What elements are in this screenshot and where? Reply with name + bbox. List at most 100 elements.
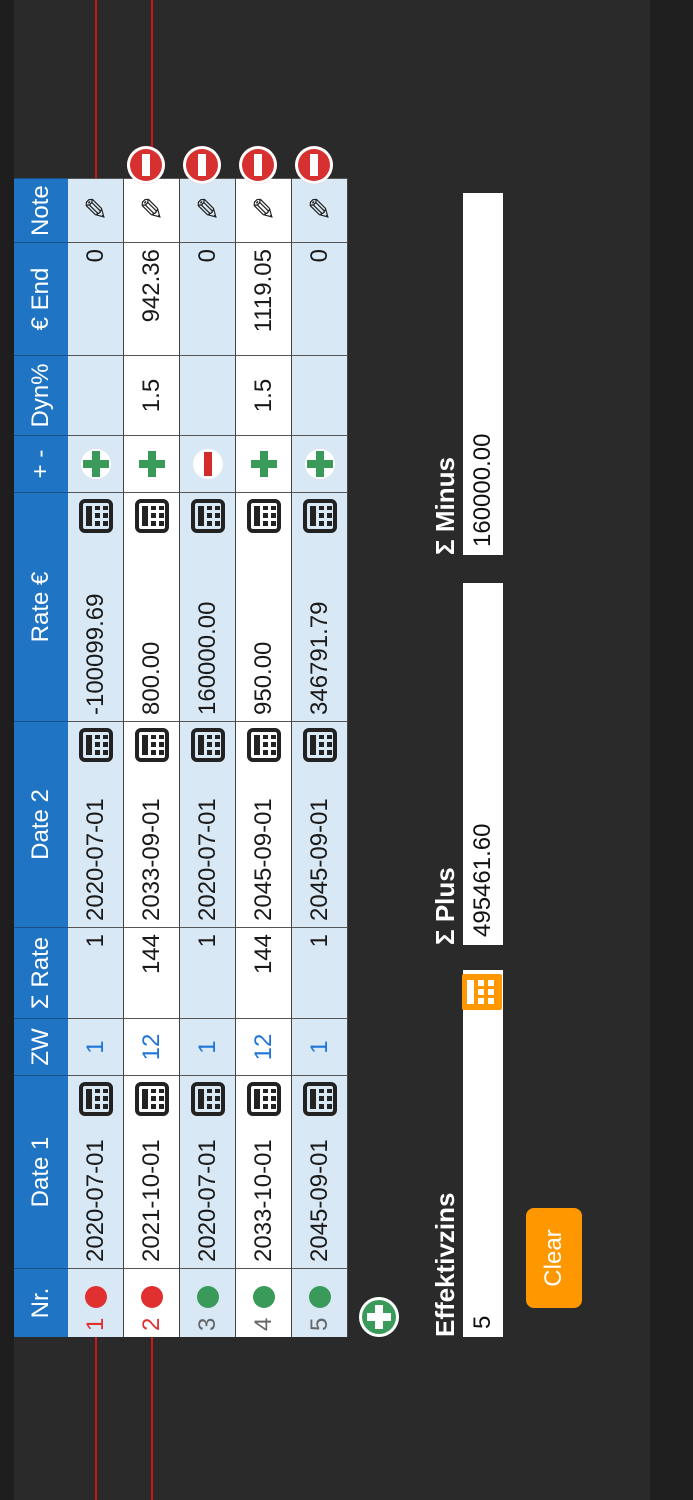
pencil-icon[interactable]: ✎: [82, 194, 109, 228]
cell-sum-rate[interactable]: 1: [179, 927, 236, 1019]
calculator-icon[interactable]: [134, 499, 169, 533]
clear-button[interactable]: Clear: [526, 1208, 582, 1308]
status-dot-icon: [252, 1285, 275, 1308]
calculator-icon[interactable]: [190, 499, 225, 533]
cell-date2[interactable]: 2020-07-01: [179, 721, 236, 928]
pencil-icon[interactable]: ✎: [194, 194, 221, 228]
delete-row-1-button[interactable]: [127, 146, 165, 184]
payments-table: Nr. Date 1 ZW Σ Rate Date 2 Rate € + - D…: [14, 178, 348, 1337]
cell-date2[interactable]: 2020-07-01: [68, 721, 124, 928]
cell-date1[interactable]: 2020-07-01: [179, 1075, 236, 1269]
cell-plus-minus[interactable]: [123, 435, 180, 493]
calculator-icon[interactable]: [78, 1082, 113, 1116]
calculator-icon[interactable]: [190, 728, 225, 762]
cell-rate[interactable]: -100099.69: [68, 492, 124, 722]
cell-dyn[interactable]: [68, 355, 124, 436]
calculator-icon[interactable]: [78, 728, 113, 762]
add-row-button[interactable]: [359, 1297, 399, 1337]
table-row[interactable]: 3 2020-07-01 1 1 2020-07-01 160000.00 0 …: [179, 178, 236, 1337]
cell-note[interactable]: ✎: [68, 178, 124, 243]
header-nr: Nr.: [14, 1268, 68, 1337]
cell-dyn[interactable]: 1.5: [235, 355, 292, 436]
cell-end: 0: [291, 242, 348, 356]
cell-plus-minus[interactable]: [68, 435, 124, 493]
cell-rate[interactable]: 950.00: [235, 492, 292, 722]
calculator-icon[interactable]: [246, 728, 281, 762]
cell-note[interactable]: ✎: [123, 178, 180, 243]
header-date2: Date 2: [14, 721, 68, 928]
date1-value: 2033-10-01: [249, 1139, 277, 1262]
table-row[interactable]: 1 2020-07-01 1 1 2020-07-01 -100099.69 0…: [68, 178, 124, 1337]
status-bar: [0, 0, 14, 1500]
calculator-icon[interactable]: [134, 1082, 169, 1116]
cell-plus-minus[interactable]: [179, 435, 236, 493]
cell-plus-minus[interactable]: [291, 435, 348, 493]
pencil-icon[interactable]: ✎: [138, 194, 165, 228]
plus-toggle-icon[interactable]: [80, 449, 111, 479]
cell-note[interactable]: ✎: [235, 178, 292, 243]
cell-plus-minus[interactable]: [235, 435, 292, 493]
header-note: Note: [14, 178, 68, 243]
calculator-icon[interactable]: [246, 1082, 281, 1116]
sum-plus-label: Σ Plus: [430, 867, 460, 945]
cell-sum-rate[interactable]: 1: [291, 927, 348, 1019]
cell-date2[interactable]: 2045-09-01: [235, 721, 292, 928]
cell-rate[interactable]: 346791.79: [291, 492, 348, 722]
cell-zw[interactable]: 1: [291, 1018, 348, 1076]
table-row[interactable]: 5 2045-09-01 1 1 2045-09-01 346791.79 0 …: [291, 178, 348, 1337]
cell-date1[interactable]: 2021-10-01: [123, 1075, 180, 1269]
delete-row-3-button[interactable]: [239, 146, 277, 184]
cell-note[interactable]: ✎: [179, 178, 236, 243]
calculator-icon[interactable]: [246, 499, 281, 533]
calculator-icon[interactable]: [302, 1082, 337, 1116]
effektivzins-field[interactable]: 5: [463, 970, 503, 1337]
header-date1: Date 1: [14, 1075, 68, 1269]
calculator-icon[interactable]: [462, 974, 502, 1010]
calculator-icon[interactable]: [134, 728, 169, 762]
plus-toggle-icon[interactable]: [136, 449, 167, 479]
header-rate: Rate €: [14, 492, 68, 722]
cell-sum-rate[interactable]: 144: [235, 927, 292, 1019]
calculator-icon[interactable]: [78, 499, 113, 533]
sum-minus-label: Σ Minus: [430, 457, 460, 555]
pencil-icon[interactable]: ✎: [306, 194, 333, 228]
cell-date1[interactable]: 2020-07-01: [68, 1075, 124, 1269]
header-plus-minus: + -: [14, 435, 68, 493]
table-row[interactable]: 2 2021-10-01 12 144 2033-09-01 800.00 1.…: [123, 178, 180, 1337]
cell-date2[interactable]: 2045-09-01: [291, 721, 348, 928]
delete-row-4-button[interactable]: [295, 146, 333, 184]
cell-zw[interactable]: 12: [123, 1018, 180, 1076]
plus-toggle-icon[interactable]: [248, 449, 279, 479]
cell-rate[interactable]: 800.00: [123, 492, 180, 722]
calculator-icon[interactable]: [302, 499, 337, 533]
cell-dyn[interactable]: [179, 355, 236, 436]
cell-date1[interactable]: 2045-09-01: [291, 1075, 348, 1269]
cell-zw[interactable]: 1: [68, 1018, 124, 1076]
cell-dyn[interactable]: 1.5: [123, 355, 180, 436]
cell-nr: 2: [123, 1268, 180, 1337]
pencil-icon[interactable]: ✎: [250, 194, 277, 228]
cell-note[interactable]: ✎: [291, 178, 348, 243]
table-row[interactable]: 4 2033-10-01 12 144 2045-09-01 950.00 1.…: [235, 178, 292, 1337]
calculator-icon[interactable]: [302, 728, 337, 762]
delete-row-2-button[interactable]: [183, 146, 221, 184]
minus-toggle-icon[interactable]: [192, 449, 223, 479]
plus-toggle-icon[interactable]: [304, 449, 335, 479]
cell-date2[interactable]: 2033-09-01: [123, 721, 180, 928]
cell-rate[interactable]: 160000.00: [179, 492, 236, 722]
sum-plus-field: 495461.60: [463, 583, 503, 945]
cell-sum-rate[interactable]: 144: [123, 927, 180, 1019]
cell-zw[interactable]: 12: [235, 1018, 292, 1076]
row-number: 1: [81, 1317, 109, 1331]
table-header: Nr. Date 1 ZW Σ Rate Date 2 Rate € + - D…: [14, 178, 68, 1337]
row-number: 5: [305, 1317, 333, 1331]
rate-value: -100099.69: [81, 593, 109, 715]
cell-dyn[interactable]: [291, 355, 348, 436]
cell-end: 1119.05: [235, 242, 292, 356]
cell-zw[interactable]: 1: [179, 1018, 236, 1076]
calculator-icon[interactable]: [190, 1082, 225, 1116]
cell-sum-rate[interactable]: 1: [68, 927, 124, 1019]
cell-date1[interactable]: 2033-10-01: [235, 1075, 292, 1269]
date2-value: 2033-09-01: [137, 798, 165, 921]
